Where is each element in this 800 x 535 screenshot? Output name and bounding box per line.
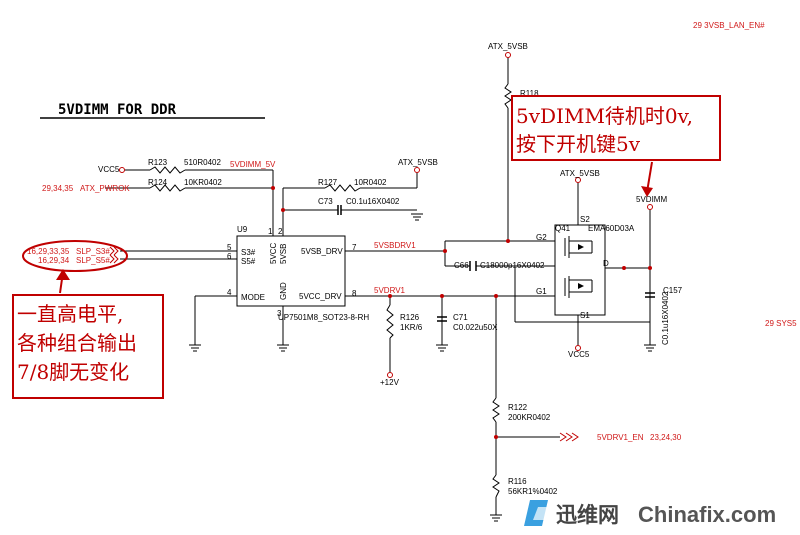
u9-pin6-num: 6	[227, 252, 232, 261]
q41-pin-s2: S2	[580, 215, 590, 224]
r122-ref: R122	[508, 403, 528, 412]
u9-pin7-num: 7	[352, 243, 357, 252]
q41-pin-s1: S1	[580, 311, 590, 320]
r127-ref: R127	[318, 178, 338, 187]
c157-ref: C157	[663, 286, 683, 295]
callout-box-left	[12, 294, 164, 399]
q41-pin-g1: G1	[536, 287, 547, 296]
callout-left-line3: 7/8脚无变化	[17, 360, 129, 384]
c66-ref: C66	[454, 261, 469, 270]
u9-pin-mode: MODE	[241, 293, 265, 302]
u9-pin4-num: 4	[227, 288, 232, 297]
q41-arrow-bottom	[578, 283, 584, 289]
resistors	[149, 83, 512, 498]
callout-right-line1: 5vDIMM待机时0v,	[516, 104, 693, 128]
u9-pin1-num: 1	[268, 227, 273, 236]
wires	[105, 58, 656, 522]
u9-pin-5vcc-drv: 5VCC_DRV	[299, 292, 342, 301]
watermark-cn: 迅维网	[556, 503, 619, 527]
r116-val: 56KR1%0402	[508, 487, 558, 496]
u9-pin-gnd: GND	[279, 282, 288, 300]
r122-val: 200KR0402	[508, 413, 551, 422]
net-5vsbdrv1: 5VSBDRV1	[374, 241, 416, 250]
u9-pin2-num: 2	[278, 227, 283, 236]
rail-atx-5vsb-top: ATX_5VSB	[488, 42, 528, 51]
q41-ref: Q41	[555, 224, 571, 233]
callout-left-arrowhead	[56, 269, 70, 280]
callout-right-arrowhead	[641, 186, 653, 197]
u9-pin8-num: 8	[352, 289, 357, 298]
capacitors	[337, 205, 655, 322]
r116-ref: R116	[508, 477, 527, 486]
u9-pin-5vsb: 5VSB	[279, 244, 288, 264]
c66-val: C18000p16X0402	[480, 261, 545, 270]
r123-val: 510R0402	[184, 158, 221, 167]
q41-pin-g2: G2	[536, 233, 547, 242]
net-5vdrv1: 5VDRV1	[374, 286, 406, 295]
callout-right-arrow	[646, 161, 653, 193]
slp-s5-net: SLP_S5#	[76, 256, 110, 265]
atx-pwrok-net: ATX_PWROK	[80, 184, 130, 193]
rail-atx-5vsb-mid: ATX_5VSB	[398, 158, 438, 167]
u9-pin-5vcc: 5VCC	[269, 242, 278, 264]
r118-ref: R118	[520, 89, 539, 98]
u9-body	[236, 235, 346, 307]
rail-5vdimm: 5VDIMM	[636, 195, 667, 204]
r126-val: 1KR/6	[400, 323, 423, 332]
c71-val: C0.022u50X	[453, 323, 498, 332]
r127-val: 10R0402	[354, 178, 387, 187]
q41-val: EMA60D03A	[588, 224, 635, 233]
watermark-en: Chinafix.com	[638, 502, 776, 527]
schematic-title: 5VDIMM FOR DDR	[58, 102, 177, 118]
c73-ref: C73	[318, 197, 333, 206]
u9-pin-5vsb-drv: 5VSB_DRV	[301, 247, 343, 256]
u9-pin-s5: S5#	[241, 257, 256, 266]
net-5vdimm-5v: 5VDIMM_5V	[230, 160, 276, 169]
net-sys5: 29 SYS5	[765, 319, 797, 328]
rail-circles	[119, 52, 653, 378]
slp-s5-refs: 16,29,34	[38, 256, 70, 265]
callout-left-line1: 一直高电平,	[17, 302, 123, 326]
u9-ref: U9	[237, 225, 248, 234]
r126-ref: R126	[400, 313, 420, 322]
q41-pin-d: D	[603, 259, 609, 268]
rail-vcc5-left: VCC5	[98, 165, 120, 174]
u9-pin3-num: 3	[277, 309, 282, 318]
rail-vcc5-bottom: VCC5	[568, 350, 590, 359]
u9-pin-s3: S3#	[241, 248, 256, 257]
callout-right-line2: 按下开机键5v	[516, 132, 641, 156]
slp-highlight-ellipse	[22, 240, 128, 272]
q41-arrow-top	[578, 244, 584, 250]
slp-s3-refs: 16,29,33,35	[27, 247, 70, 256]
net-5vdrv1-en-refs: 23,24,30	[650, 433, 682, 442]
callout-left-line2: 各种组合输出	[17, 331, 137, 355]
r123-ref: R123	[148, 158, 168, 167]
r124-ref: R124	[148, 178, 168, 187]
c71-ref: C71	[453, 313, 468, 322]
net-arrows	[109, 246, 579, 442]
c157-val: C0.1u16X0402	[661, 291, 670, 345]
atx-pwrok-refs: 29,34,35	[42, 184, 74, 193]
rail-atx-5vsb-q: ATX_5VSB	[560, 169, 600, 178]
c73-val: C0.1u16X0402	[346, 197, 400, 206]
watermark: 迅维网 Chinafix.com	[524, 495, 800, 535]
net-3vsb-lan-en: 29 3VSB_LAN_EN#	[693, 21, 765, 30]
callout-box-right	[511, 95, 721, 161]
u9-part: UP7501M8_SOT23-8-RH	[278, 313, 369, 322]
u9-pin5-num: 5	[227, 243, 232, 252]
slp-s3-net: SLP_S3#	[76, 247, 110, 256]
r124-val: 10KR0402	[184, 178, 222, 187]
net-5vdrv1-en: 5VDRV1_EN	[597, 433, 644, 442]
junctions	[271, 186, 652, 439]
rail-12v: +12V	[380, 378, 400, 387]
